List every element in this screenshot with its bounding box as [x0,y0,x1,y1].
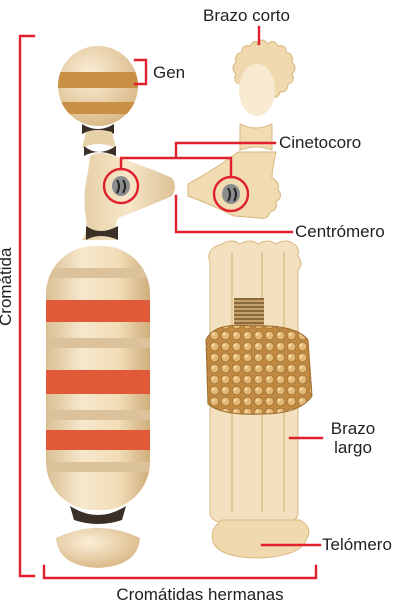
left-centromere-region [82,153,175,240]
right-telomere [212,520,309,558]
cromatida-bracket [20,36,34,576]
gene-band-2 [56,102,140,114]
cinetocoro-label: Cinetocoro [279,134,361,153]
brazo-largo-line2: largo [322,439,384,458]
gen-label: Gen [153,64,185,83]
left-bottom-cap [56,528,140,568]
cromatida-label: Cromátida [0,266,16,326]
left-kinetochore [112,176,130,196]
band-1 [46,300,150,322]
left-chromatid [46,46,175,568]
telomero-label: Telómero [322,536,392,555]
brazo-corto-label: Brazo corto [203,7,290,26]
band-2 [46,370,150,394]
brazo-largo-label: Brazo largo [322,420,384,457]
centromero-label: Centrómero [295,223,385,242]
gene-band [56,72,140,88]
nucleosome-coil [206,325,312,414]
band-3 [46,430,150,450]
brazo-largo-line1: Brazo [322,420,384,439]
hermanas-bracket [44,566,316,578]
cromatidas-hermanas-label: Cromátidas hermanas [80,586,320,605]
right-chromatid [188,40,312,558]
